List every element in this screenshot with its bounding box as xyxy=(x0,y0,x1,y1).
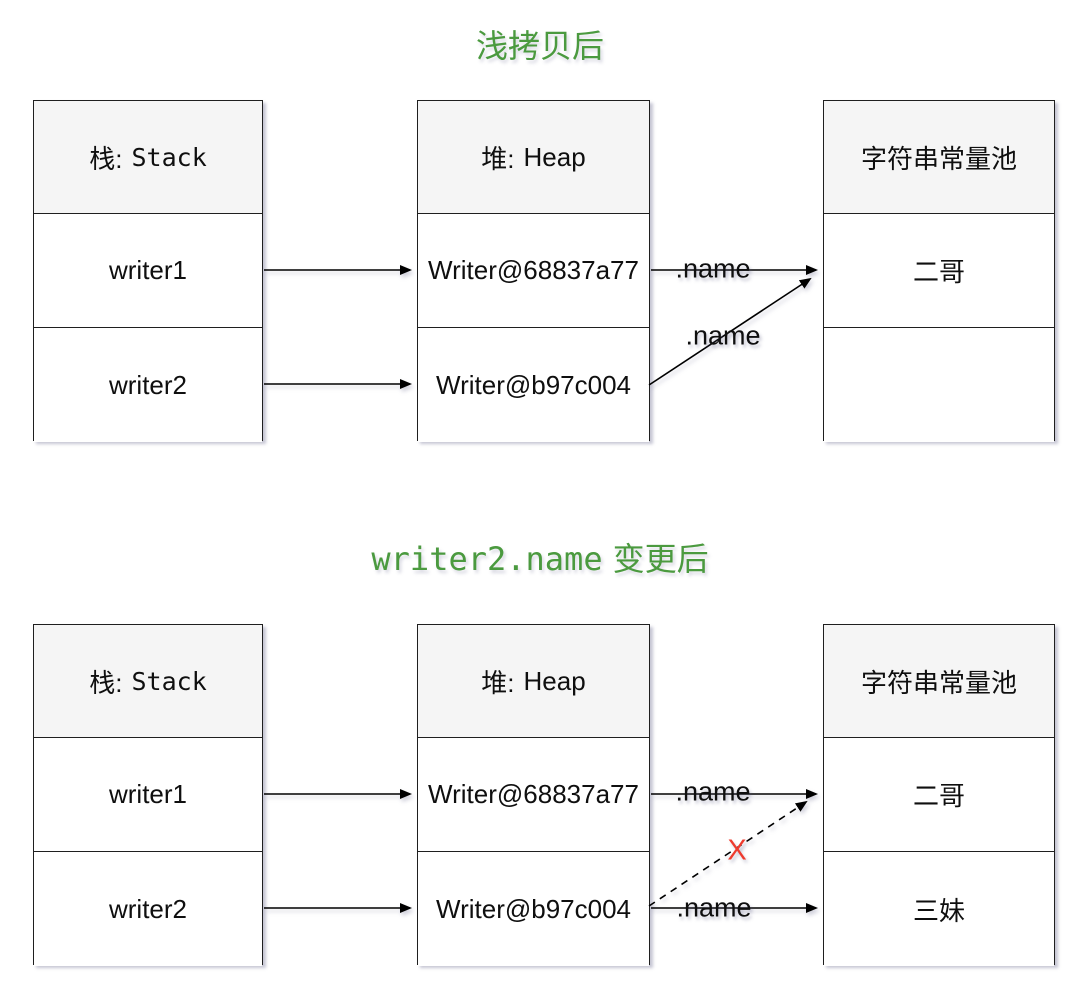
heap-box-top-header: 堆: Heap xyxy=(418,101,649,214)
heap-box-bottom-header: 堆: Heap xyxy=(418,625,649,738)
heap-box-top: 堆: Heap Writer@68837a77 Writer@b97c004 xyxy=(417,100,650,442)
writer1-label-top: writer1 xyxy=(108,255,187,285)
stack-box-bottom-header: 栈: Stack xyxy=(34,625,262,738)
stack-box-bottom: 栈: Stack writer1 writer2 xyxy=(33,624,263,966)
string-pool-box-bottom-header: 字符串常量池 xyxy=(824,625,1054,738)
writer1-label-bottom: writer1 xyxy=(108,779,187,809)
stack-cell-writer2-bottom: writer2 xyxy=(34,852,262,966)
heap-header-cn-label-bottom: 堆: xyxy=(481,667,515,698)
heap-cell-object2-top: Writer@b97c004 xyxy=(418,328,649,442)
stack-cell-writer2-top: writer2 xyxy=(34,328,262,442)
broken-link-x-mark: X xyxy=(727,834,747,867)
edge-label-name-object1-top: .name xyxy=(675,253,751,284)
stack-cell-writer1-bottom: writer1 xyxy=(34,738,262,852)
stack-header-en-label-bottom: Stack xyxy=(131,666,207,696)
top-diagram-title-text: 浅拷贝后 xyxy=(475,28,604,64)
bottom-diagram-title-code: writer2.name xyxy=(371,540,603,578)
writer-object1-address-top: Writer@68837a77 xyxy=(428,255,639,285)
stack-box-top-header: 栈: Stack xyxy=(34,101,262,214)
stack-header-en-label: Stack xyxy=(131,142,207,172)
string-pool-box-top: 字符串常量池 二哥 xyxy=(823,100,1055,442)
string-pool-box-top-header: 字符串常量池 xyxy=(824,101,1054,214)
string-pool-cell2-top xyxy=(824,328,1054,442)
edge-label-name-object1-bottom: .name xyxy=(675,776,751,807)
heap-header-cn-label: 堆: xyxy=(481,143,515,174)
writer-object1-address-bottom: Writer@68837a77 xyxy=(428,779,639,809)
heap-header-en-label: Heap xyxy=(523,141,586,172)
string-erge-top: 二哥 xyxy=(912,257,965,287)
stack-box-top: 栈: Stack writer1 writer2 xyxy=(33,100,263,442)
heap-cell-object2-bottom: Writer@b97c004 xyxy=(418,852,649,966)
string-pool-header-label: 字符串常量池 xyxy=(860,143,1017,174)
bottom-diagram-title-text: 变更后 xyxy=(612,541,709,577)
string-pool-box-bottom: 字符串常量池 二哥 三妹 xyxy=(823,624,1055,966)
heap-header-en-label-bottom: Heap xyxy=(523,665,586,696)
string-sanmei-bottom: 三妹 xyxy=(912,895,965,926)
string-erge-bottom: 二哥 xyxy=(912,781,965,811)
string-pool-cell1-top: 二哥 xyxy=(824,214,1054,328)
string-pool-cell2-bottom: 三妹 xyxy=(824,852,1054,966)
stack-cell-writer1-top: writer1 xyxy=(34,214,262,328)
writer-object2-address-top: Writer@b97c004 xyxy=(436,369,631,400)
heap-box-bottom: 堆: Heap Writer@68837a77 Writer@b97c004 xyxy=(417,624,650,966)
stack-header-cn-label: 栈: xyxy=(89,143,123,174)
top-diagram-title: 浅拷贝后 xyxy=(0,26,1080,66)
writer-object2-address-bottom: Writer@b97c004 xyxy=(436,893,631,924)
heap-cell-object1-bottom: Writer@68837a77 xyxy=(418,738,649,852)
heap-cell-object1-top: Writer@68837a77 xyxy=(418,214,649,328)
writer2-label-bottom: writer2 xyxy=(108,893,187,924)
string-pool-cell1-bottom: 二哥 xyxy=(824,738,1054,852)
writer2-label-top: writer2 xyxy=(108,369,187,400)
string-pool-header-label-bottom: 字符串常量池 xyxy=(860,667,1017,698)
edge-label-name-object2-bottom: .name xyxy=(676,892,752,923)
stack-header-cn-label-bottom: 栈: xyxy=(89,667,123,698)
edge-label-name-object2-top: .name xyxy=(685,320,761,351)
